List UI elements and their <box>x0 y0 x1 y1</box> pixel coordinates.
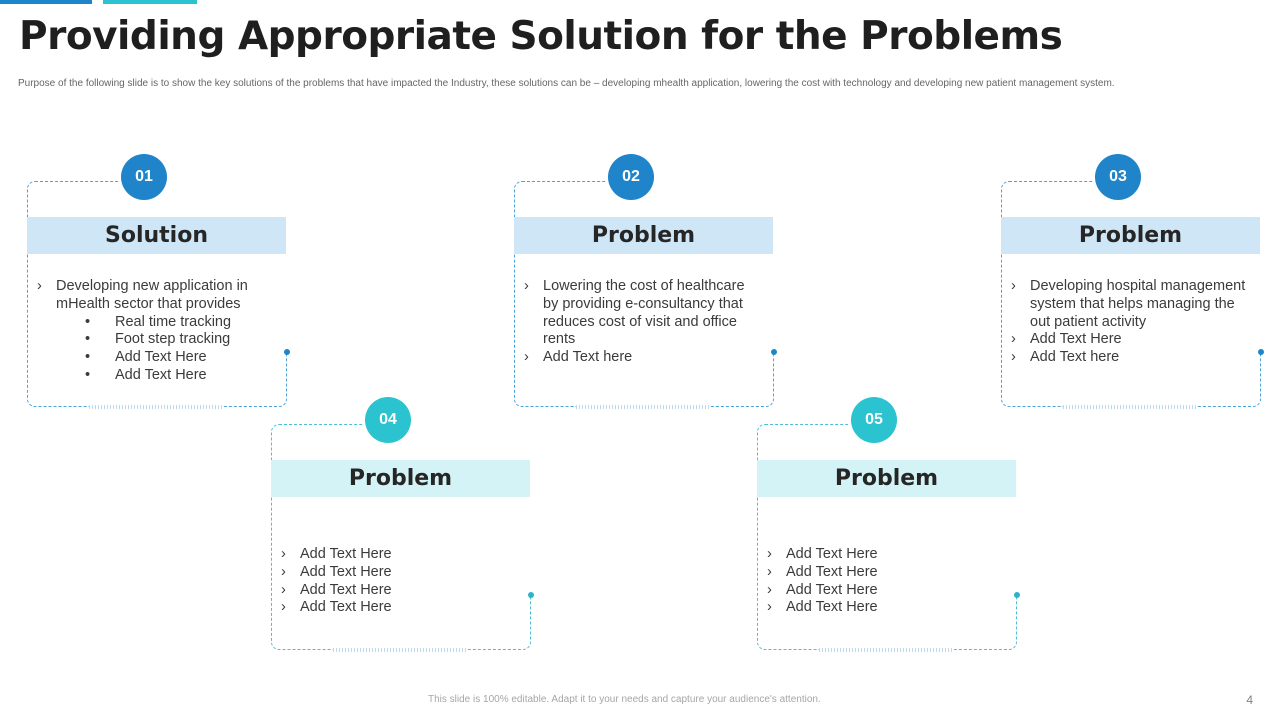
footer-note: This slide is 100% editable. Adapt it to… <box>428 694 821 705</box>
card-03-problem: 03 Problem Developing hospital managemen… <box>1001 154 1264 409</box>
card-05-problem: 05 Problem Add Text Here Add Text Here A… <box>757 397 1020 652</box>
card-list: Lowering the cost of healthcare by provi… <box>524 278 760 367</box>
connector-dot <box>771 349 777 355</box>
card-list: Developing hospital management system th… <box>1011 278 1247 367</box>
hatch-decoration <box>89 405 223 409</box>
card-list: Add Text Here Add Text Here Add Text Her… <box>767 546 1003 617</box>
sub-list-item: Add Text Here <box>37 349 273 367</box>
list-item: Add Text Here <box>281 582 517 600</box>
accent-bar-blue <box>0 0 92 4</box>
hatch-decoration <box>333 648 467 652</box>
list-item: Add Text Here <box>1011 331 1247 349</box>
card-heading: Problem <box>514 217 773 254</box>
card-list: Add Text Here Add Text Here Add Text Her… <box>281 546 517 617</box>
sub-list-item: Foot step tracking <box>37 331 273 349</box>
hatch-decoration <box>1063 405 1197 409</box>
list-item: Add Text Here <box>281 564 517 582</box>
slide-title: Providing Appropriate Solution for the P… <box>19 14 1063 59</box>
connector-dot <box>528 592 534 598</box>
list-item: Add Text here <box>524 349 760 367</box>
list-item: Add Text Here <box>767 546 1003 564</box>
slide-subtitle: Purpose of the following slide is to sho… <box>18 78 1115 89</box>
hatch-decoration <box>576 405 710 409</box>
list-item: Add Text Here <box>281 599 517 617</box>
sub-list-item: Add Text Here <box>37 367 273 385</box>
card-heading: Problem <box>757 460 1016 497</box>
connector-dot <box>284 349 290 355</box>
list-item: Developing new application in mHealth se… <box>37 278 273 314</box>
page-number: 4 <box>1246 693 1253 707</box>
sub-list-item: Real time tracking <box>37 314 273 332</box>
card-list: Developing new application in mHealth se… <box>37 278 273 385</box>
connector-dot <box>1258 349 1264 355</box>
number-badge: 01 <box>121 154 167 200</box>
card-heading: Problem <box>271 460 530 497</box>
card-04-problem: 04 Problem Add Text Here Add Text Here A… <box>271 397 534 652</box>
card-heading: Problem <box>1001 217 1260 254</box>
connector-dot <box>1014 592 1020 598</box>
list-item: Add Text here <box>1011 349 1247 367</box>
card-01-solution: 01 Solution Developing new application i… <box>27 154 290 409</box>
card-heading: Solution <box>27 217 286 254</box>
list-item: Lowering the cost of healthcare by provi… <box>524 278 760 349</box>
number-badge: 05 <box>851 397 897 443</box>
number-badge: 04 <box>365 397 411 443</box>
list-item: Add Text Here <box>767 564 1003 582</box>
list-item: Add Text Here <box>767 582 1003 600</box>
hatch-decoration <box>819 648 953 652</box>
list-item: Add Text Here <box>767 599 1003 617</box>
number-badge: 02 <box>608 154 654 200</box>
list-item: Developing hospital management system th… <box>1011 278 1247 331</box>
card-02-problem: 02 Problem Lowering the cost of healthca… <box>514 154 777 409</box>
list-item: Add Text Here <box>281 546 517 564</box>
accent-bar-teal <box>103 0 197 4</box>
number-badge: 03 <box>1095 154 1141 200</box>
